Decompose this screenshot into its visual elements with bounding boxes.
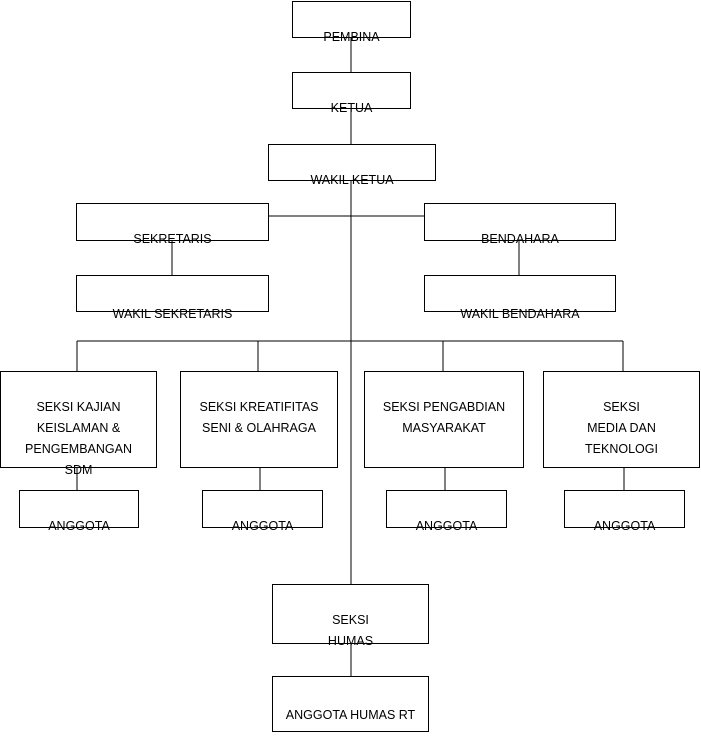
ketua-label: KETUA (330, 101, 373, 115)
section-3-member-box: ANGGOTA (386, 490, 507, 533)
wakil-bendahara-label: WAKIL BENDAHARA (460, 307, 580, 321)
section-humas-label: SEKSI HUMAS (327, 613, 374, 648)
section-media-teknologi-label: SEKSI MEDIA DAN TEKNOLOGI (585, 400, 658, 456)
section-2-member-box: ANGGOTA (202, 490, 323, 533)
pembina-label: PEMBINA (323, 30, 380, 44)
section-4-member-label: ANGGOTA (593, 519, 656, 533)
section-media-teknologi-box: SEKSI MEDIA DAN TEKNOLOGI (543, 371, 700, 468)
section-humas-box: SEKSI HUMAS (272, 584, 429, 648)
section-kajian-keislaman-box: SEKSI KAJIAN KEISLAMAN & PENGEMBANGAN SD… (0, 371, 157, 477)
humas-member-label: ANGGOTA HUMAS RT (285, 708, 416, 722)
sekretaris-label: SEKRETARIS (133, 232, 212, 246)
section-2-member-label: ANGGOTA (231, 519, 294, 533)
sekretaris-box: SEKRETARIS (76, 203, 269, 246)
section-pengabdian-label: SEKSI PENGABDIAN MASYARAKAT (382, 400, 506, 435)
bendahara-box: BENDAHARA (424, 203, 616, 246)
ketua-box: KETUA (292, 72, 411, 115)
section-1-member-label: ANGGOTA (48, 519, 110, 533)
wakil-bendahara-box: WAKIL BENDAHARA (424, 275, 616, 321)
section-kreatifitas-label: SEKSI KREATIFITAS SENI & OLAHRAGA (199, 400, 319, 435)
bendahara-label: BENDAHARA (481, 232, 559, 246)
wakil-sekretaris-label: WAKIL SEKRETARIS (112, 307, 233, 321)
section-3-member-label: ANGGOTA (415, 519, 478, 533)
wakil-ketua-label: WAKIL KETUA (310, 173, 394, 187)
pembina-box: PEMBINA (292, 1, 411, 44)
humas-member-box: ANGGOTA HUMAS RT (272, 676, 429, 732)
section-kreatifitas-box: SEKSI KREATIFITAS SENI & OLAHRAGA (180, 371, 338, 468)
section-kajian-keislaman-label: SEKSI KAJIAN KEISLAMAN & PENGEMBANGAN SD… (25, 400, 132, 477)
section-4-member-box: ANGGOTA (564, 490, 685, 533)
section-1-member-box: ANGGOTA (19, 490, 139, 533)
section-pengabdian-box: SEKSI PENGABDIAN MASYARAKAT (364, 371, 524, 468)
wakil-sekretaris-box: WAKIL SEKRETARIS (76, 275, 269, 321)
wakil-ketua-box: WAKIL KETUA (268, 144, 436, 187)
